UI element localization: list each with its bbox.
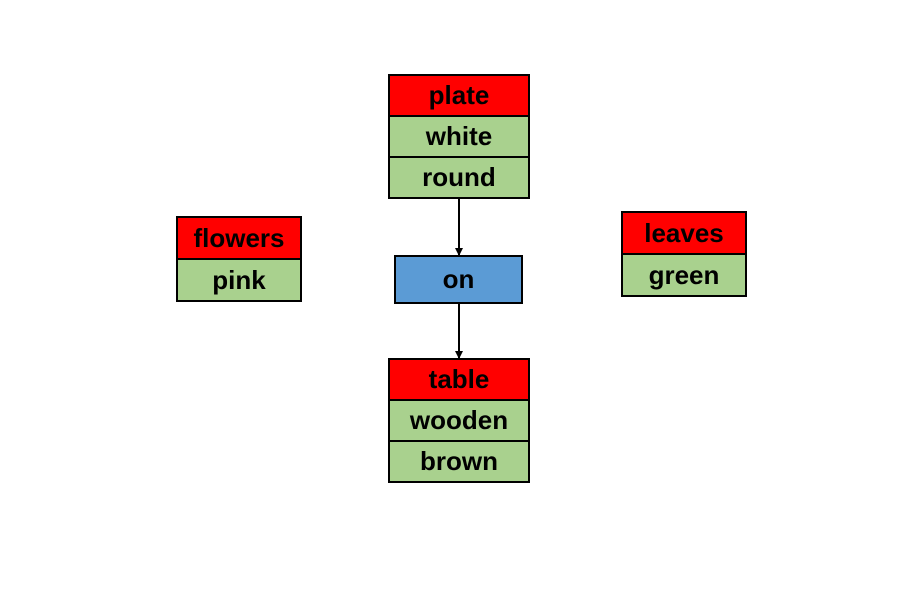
attribute-label-round: round (388, 156, 530, 199)
object-label-plate: plate (388, 74, 530, 117)
node-leaves: leaves green (621, 211, 747, 297)
object-label-leaves: leaves (621, 211, 747, 255)
node-plate: plate white round (388, 74, 530, 199)
object-label-flowers: flowers (176, 216, 302, 260)
attribute-label-brown: brown (388, 440, 530, 483)
attribute-label-green: green (621, 253, 747, 297)
attribute-label-wooden: wooden (388, 399, 530, 442)
attribute-label-white: white (388, 115, 530, 158)
object-label-table: table (388, 358, 530, 401)
attribute-label-pink: pink (176, 258, 302, 302)
node-flowers: flowers pink (176, 216, 302, 302)
relation-on: on (394, 255, 523, 304)
node-table: table wooden brown (388, 358, 530, 483)
